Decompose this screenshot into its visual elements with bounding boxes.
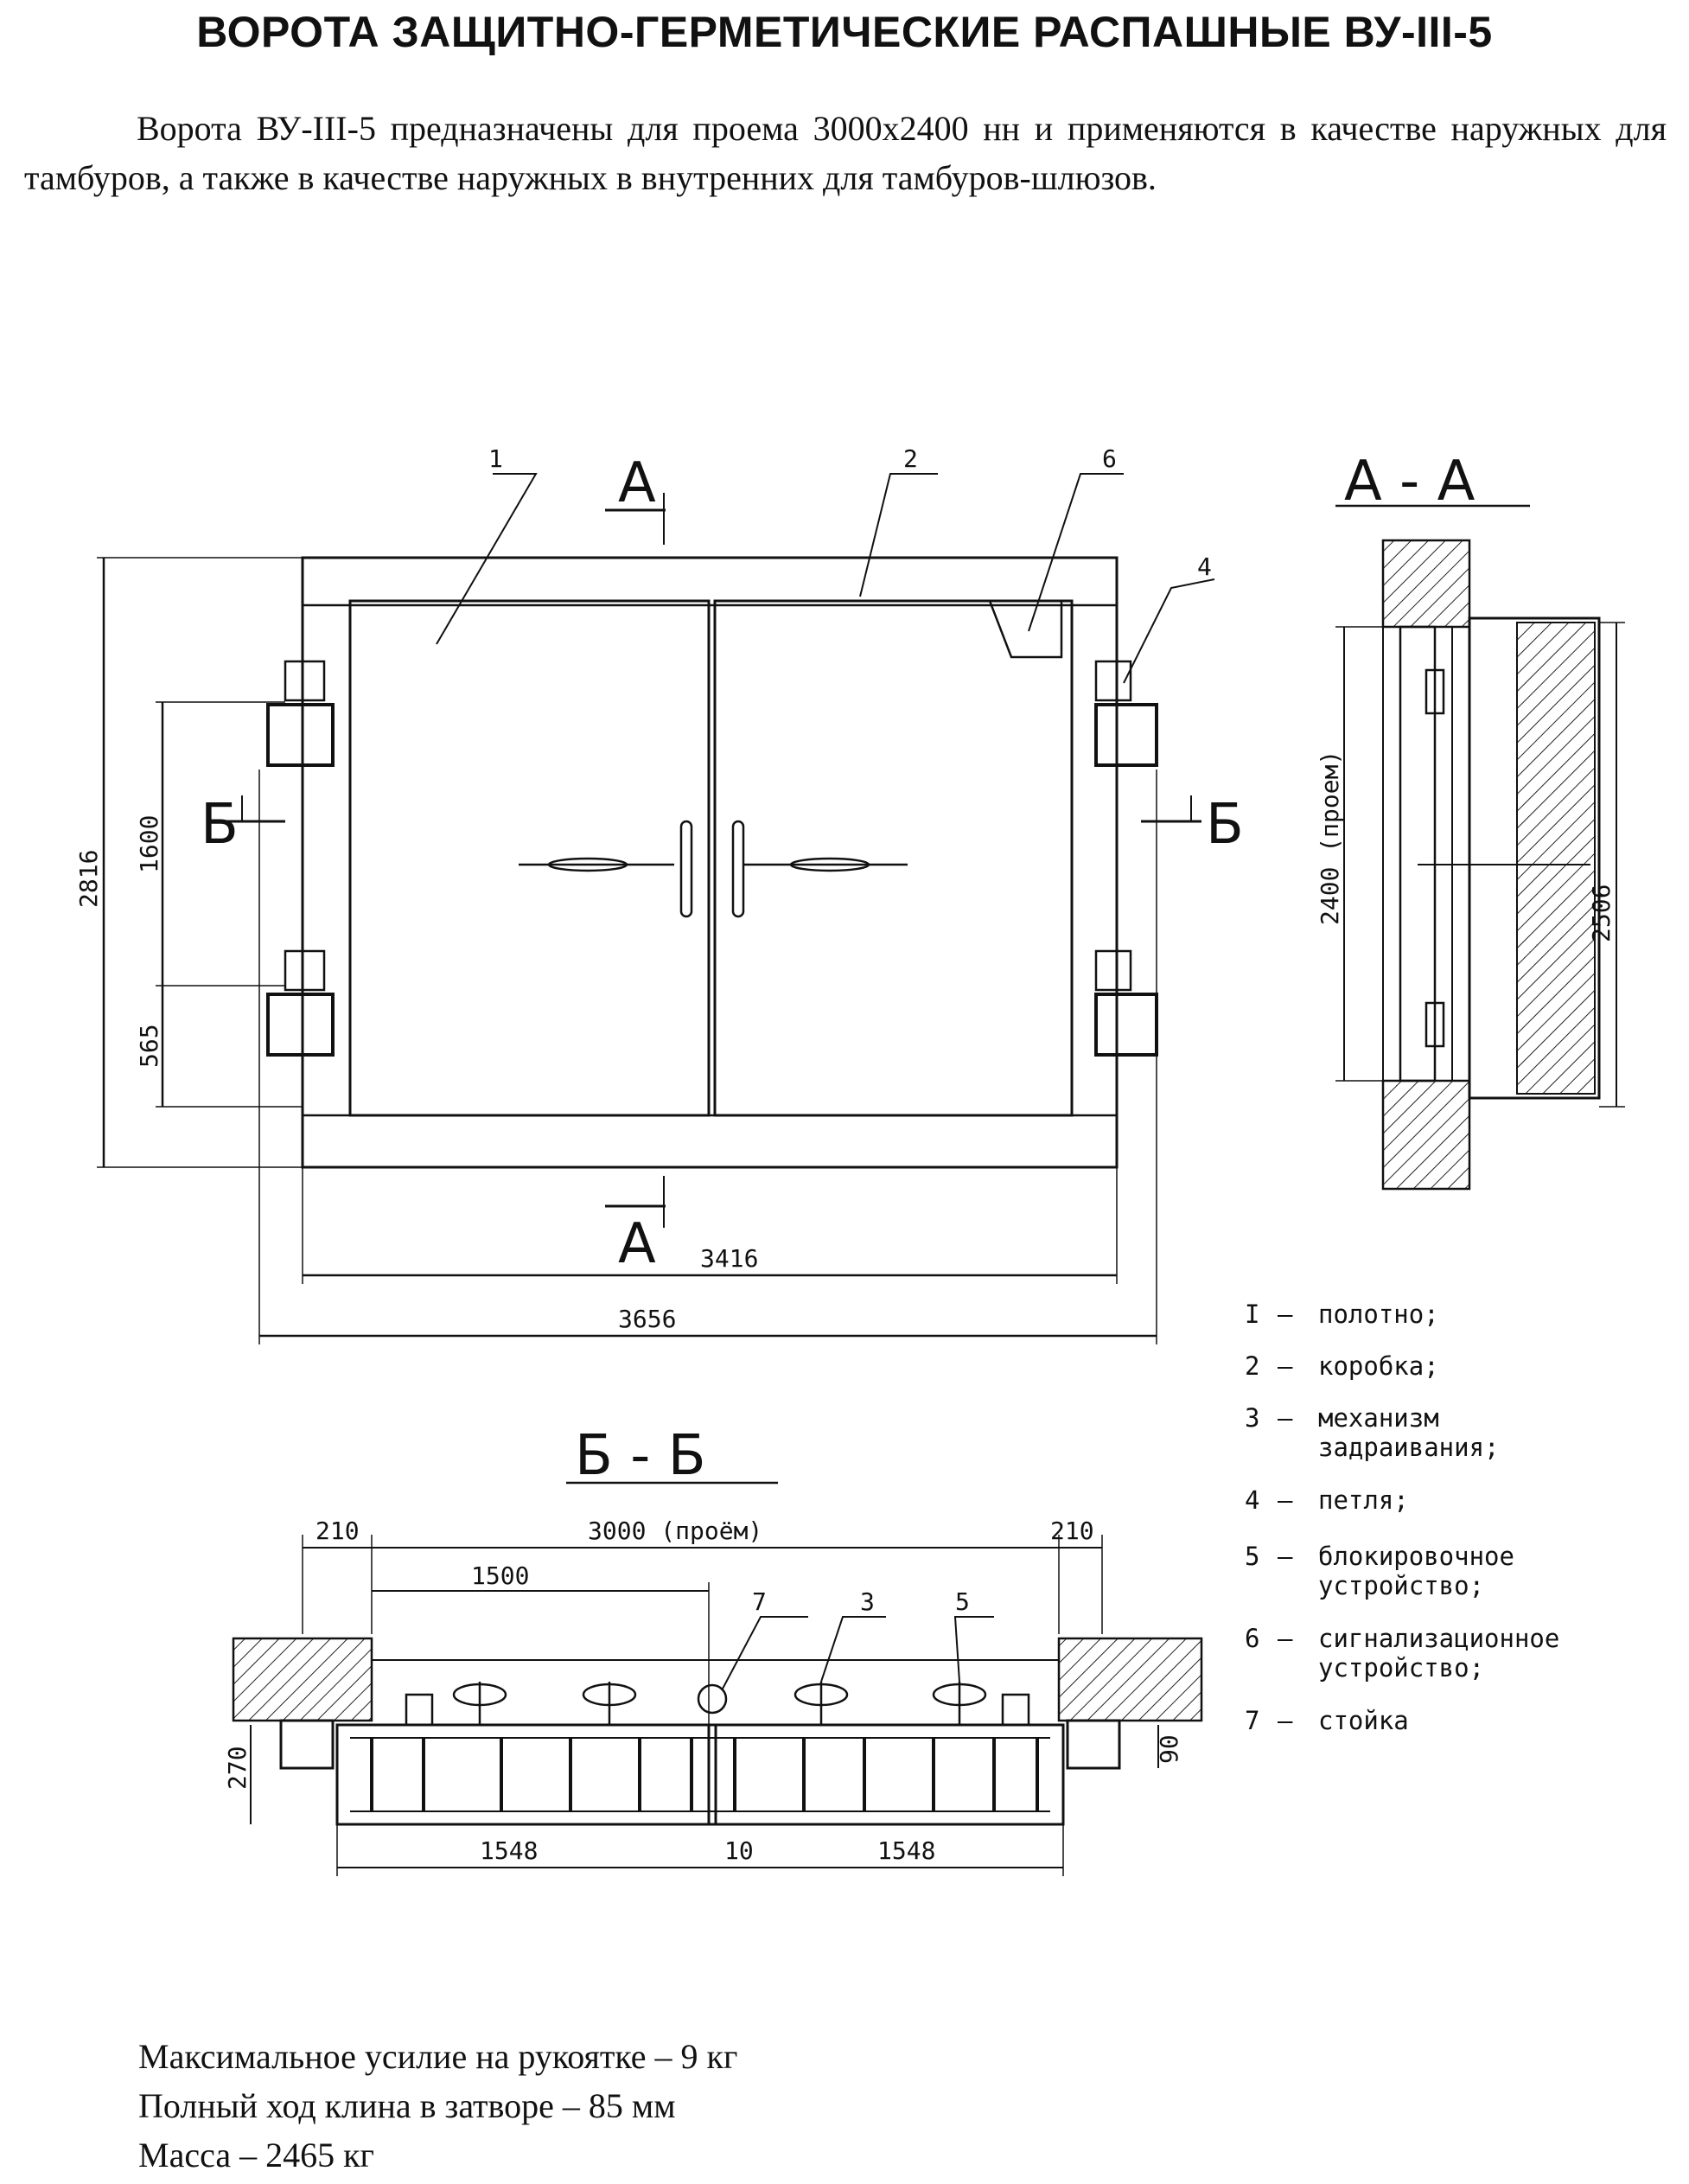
callout-7: 7 xyxy=(752,1587,767,1616)
legend-text-5: блокировочное xyxy=(1318,1542,1514,1571)
page-title: ВОРОТА ЗАЩИТНО-ГЕРМЕТИЧЕСКИЕ РАСПАШНЫЕ В… xyxy=(196,8,1493,56)
dim-90: 90 xyxy=(1155,1734,1183,1764)
dim-3416: 3416 xyxy=(700,1244,758,1273)
legend-text-1: полотно; xyxy=(1318,1300,1439,1329)
legend-text-3b: задраивания; xyxy=(1318,1433,1500,1462)
dim-3656: 3656 xyxy=(618,1305,676,1333)
legend-text-2: коробка; xyxy=(1318,1351,1439,1381)
callout-3: 3 xyxy=(860,1587,875,1616)
section-a-bottom: А xyxy=(618,1212,656,1276)
dim-2816: 2816 xyxy=(74,850,103,908)
intro-paragraph: Ворота ВУ-III-5 предназначены для проема… xyxy=(24,104,1667,202)
legend: I – полотно; 2 – коробка; 3 – механизм з… xyxy=(1245,1300,1559,1735)
legend-num-4: 4 xyxy=(1245,1485,1259,1515)
spec-wedge-travel: Полный ход клина в затворе – 85 мм xyxy=(138,2086,676,2125)
dim-3000-opening: 3000 (проём) xyxy=(588,1517,762,1545)
legend-num-3: 3 xyxy=(1245,1403,1259,1433)
legend-dash: – xyxy=(1278,1542,1293,1571)
section-bb-label: Б - Б xyxy=(575,1424,706,1488)
legend-text-6b: устройство; xyxy=(1318,1653,1484,1683)
spec-mass: Масса – 2465 кг xyxy=(138,2136,374,2174)
dim-1548-right: 1548 xyxy=(877,1836,935,1865)
spec-max-force: Максимальное усилие на рукоятке – 9 кг xyxy=(138,2037,738,2076)
legend-dash: – xyxy=(1278,1485,1293,1515)
legend-dash: – xyxy=(1278,1351,1293,1381)
callout-6: 6 xyxy=(1102,444,1117,473)
dim-2506: 2506 xyxy=(1587,884,1616,942)
specifications: Максимальное усилие на рукоятке – 9 кг П… xyxy=(138,2032,737,2180)
callout-5: 5 xyxy=(955,1587,970,1616)
door-leaf-left xyxy=(348,599,711,1117)
front-view xyxy=(97,473,1215,1344)
legend-dash: – xyxy=(1278,1403,1293,1433)
section-aa-label: А - А xyxy=(1344,450,1475,514)
door-frame xyxy=(301,556,1119,1169)
legend-dash: – xyxy=(1278,1300,1293,1329)
legend-num-6: 6 xyxy=(1245,1624,1259,1653)
legend-dash: – xyxy=(1278,1624,1293,1653)
dim-2400-opening: 2400 (проем) xyxy=(1316,750,1344,925)
dim-210-right: 210 xyxy=(1050,1517,1094,1545)
legend-dash: – xyxy=(1278,1706,1293,1735)
legend-num-1: I xyxy=(1245,1300,1259,1329)
section-aa-view xyxy=(1335,504,1625,1191)
legend-text-6: сигнализационное xyxy=(1318,1624,1559,1653)
dim-210-left: 210 xyxy=(315,1517,360,1545)
door-leaf-right xyxy=(713,599,1074,1117)
legend-num-5: 5 xyxy=(1245,1542,1259,1571)
legend-text-3: механизм xyxy=(1318,1403,1439,1433)
callout-4: 4 xyxy=(1197,552,1212,581)
dim-1600: 1600 xyxy=(135,815,163,873)
dim-10: 10 xyxy=(724,1836,754,1865)
dim-270: 270 xyxy=(223,1746,252,1790)
section-bb-view xyxy=(232,1481,1203,1876)
legend-num-7: 7 xyxy=(1245,1706,1259,1735)
section-a-top: А xyxy=(618,451,656,515)
dim-565: 565 xyxy=(135,1024,163,1068)
callout-2: 2 xyxy=(903,444,918,473)
legend-text-7: стойка xyxy=(1318,1706,1409,1735)
intro-text: Ворота ВУ-III-5 предназначены для проема… xyxy=(24,109,1667,197)
hinges xyxy=(266,660,1158,1057)
dim-1500: 1500 xyxy=(471,1561,529,1590)
handle-left xyxy=(519,820,693,918)
section-b-left: Б xyxy=(201,793,239,857)
legend-text-4: петля; xyxy=(1318,1485,1409,1515)
section-b-right: Б xyxy=(1206,793,1244,857)
legend-num-2: 2 xyxy=(1245,1351,1259,1381)
legend-text-5b: устройство; xyxy=(1318,1571,1484,1600)
dim-1548-left: 1548 xyxy=(480,1836,538,1865)
callout-1: 1 xyxy=(488,444,503,473)
handle-right xyxy=(731,820,908,918)
